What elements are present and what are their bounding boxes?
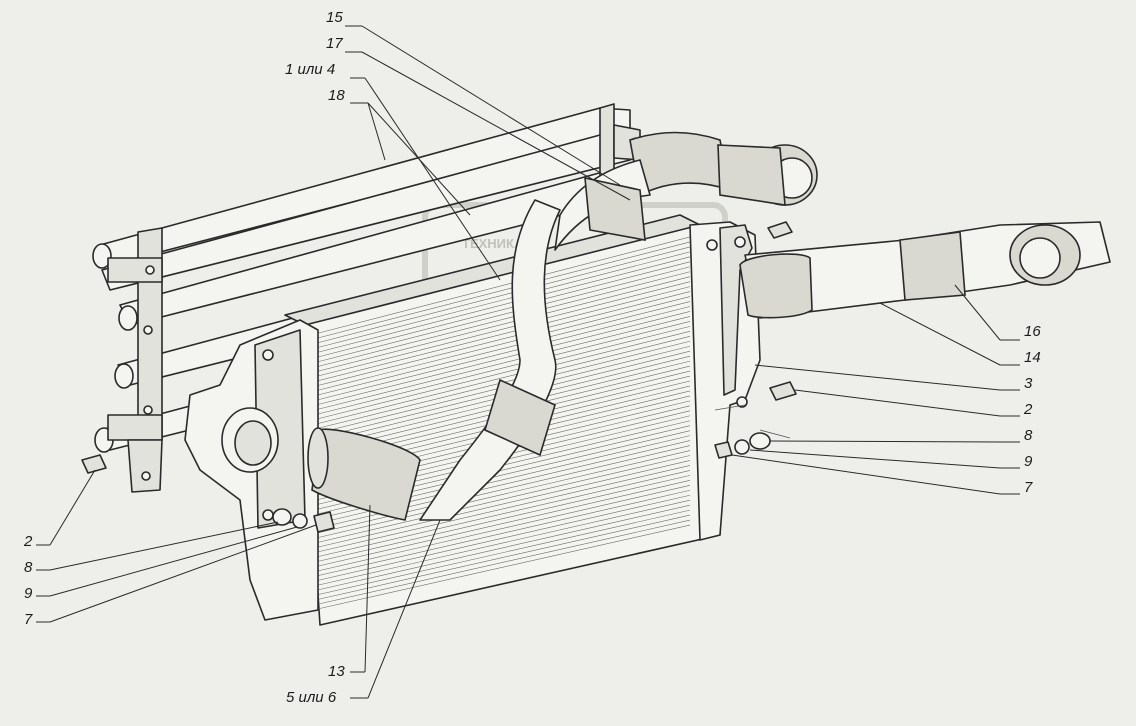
fin-line bbox=[311, 480, 691, 568]
callout-18: 18 bbox=[328, 87, 345, 104]
fin-line bbox=[311, 311, 691, 407]
callout-14: 14 bbox=[1024, 349, 1041, 366]
callout-labels: 15 17 1 или 4 18 16 14 3 2 8 9 7 2 8 9 7… bbox=[23, 9, 1041, 706]
left-mounting-bracket bbox=[107, 227, 163, 493]
callout-2-right: 2 bbox=[1023, 401, 1033, 418]
fin-line bbox=[311, 470, 691, 559]
fasteners bbox=[81, 221, 797, 533]
callout-7-right: 7 bbox=[1024, 479, 1033, 496]
fin-line bbox=[311, 281, 691, 378]
lock-washer-9-left bbox=[292, 513, 308, 529]
fin-line bbox=[311, 465, 691, 554]
left-end-tank bbox=[184, 319, 319, 621]
fin-line bbox=[311, 509, 691, 597]
callout-9-left: 9 bbox=[24, 585, 33, 602]
bolt-2-left bbox=[81, 454, 107, 474]
callout-2-left: 2 bbox=[23, 533, 33, 550]
fin-line bbox=[311, 306, 691, 402]
right-outlet-pipe bbox=[739, 221, 1111, 319]
callout-7-left: 7 bbox=[24, 611, 33, 628]
callout-1-or-4: 1 или 4 bbox=[285, 61, 335, 78]
nut-7-right bbox=[714, 441, 733, 459]
callout-9-right: 9 bbox=[1024, 453, 1033, 470]
fin-line bbox=[311, 445, 691, 535]
callout-5-or-6: 5 или 6 bbox=[286, 689, 337, 706]
fin-line bbox=[311, 261, 691, 359]
lock-washer-9-right bbox=[734, 439, 750, 455]
fin-line bbox=[311, 301, 691, 397]
intercooler-pipe bbox=[307, 176, 646, 521]
fin-line bbox=[311, 514, 691, 602]
fin-line bbox=[311, 524, 691, 611]
fin-line bbox=[311, 266, 691, 364]
callout-8-right: 8 bbox=[1024, 427, 1033, 444]
fin-line bbox=[311, 455, 691, 545]
fin-line bbox=[311, 485, 691, 573]
fin-line bbox=[311, 331, 691, 426]
fin-line bbox=[311, 475, 691, 564]
watermark-text: ТЕХНИКА bbox=[462, 236, 524, 251]
fin-line bbox=[311, 236, 691, 336]
callout-15: 15 bbox=[326, 9, 343, 26]
upper-hose bbox=[717, 144, 818, 206]
callout-16: 16 bbox=[1024, 323, 1041, 340]
fin-line bbox=[311, 504, 691, 592]
fin-line bbox=[311, 296, 691, 393]
fin-line bbox=[311, 460, 691, 549]
callout-8-left: 8 bbox=[24, 559, 33, 576]
fin-line bbox=[311, 251, 691, 350]
fin-line bbox=[311, 450, 691, 540]
fin-line bbox=[311, 286, 691, 383]
fin-line bbox=[311, 519, 691, 606]
fin-line bbox=[311, 246, 691, 345]
bolt-2-right bbox=[769, 381, 797, 401]
callout-13: 13 bbox=[328, 663, 345, 680]
fin-line bbox=[311, 489, 691, 578]
fin-line bbox=[311, 494, 691, 583]
washer-8-left bbox=[272, 508, 292, 526]
callout-17: 17 bbox=[326, 35, 343, 52]
fin-line bbox=[311, 291, 691, 388]
fin-line bbox=[311, 316, 691, 412]
nut-7-left bbox=[313, 511, 335, 533]
fin-line bbox=[311, 276, 691, 374]
fin-line bbox=[311, 440, 691, 530]
fin-line bbox=[311, 321, 691, 416]
washer-8-right bbox=[749, 432, 771, 450]
leader-lines bbox=[36, 25, 1020, 699]
bolt-top-right bbox=[767, 221, 793, 239]
fin-line bbox=[311, 271, 691, 369]
fin-line bbox=[311, 326, 691, 421]
fin-line bbox=[311, 499, 691, 587]
fin-line bbox=[311, 241, 691, 340]
callout-3: 3 bbox=[1024, 375, 1033, 392]
right-end-tank bbox=[689, 221, 761, 541]
fin-line bbox=[311, 256, 691, 355]
